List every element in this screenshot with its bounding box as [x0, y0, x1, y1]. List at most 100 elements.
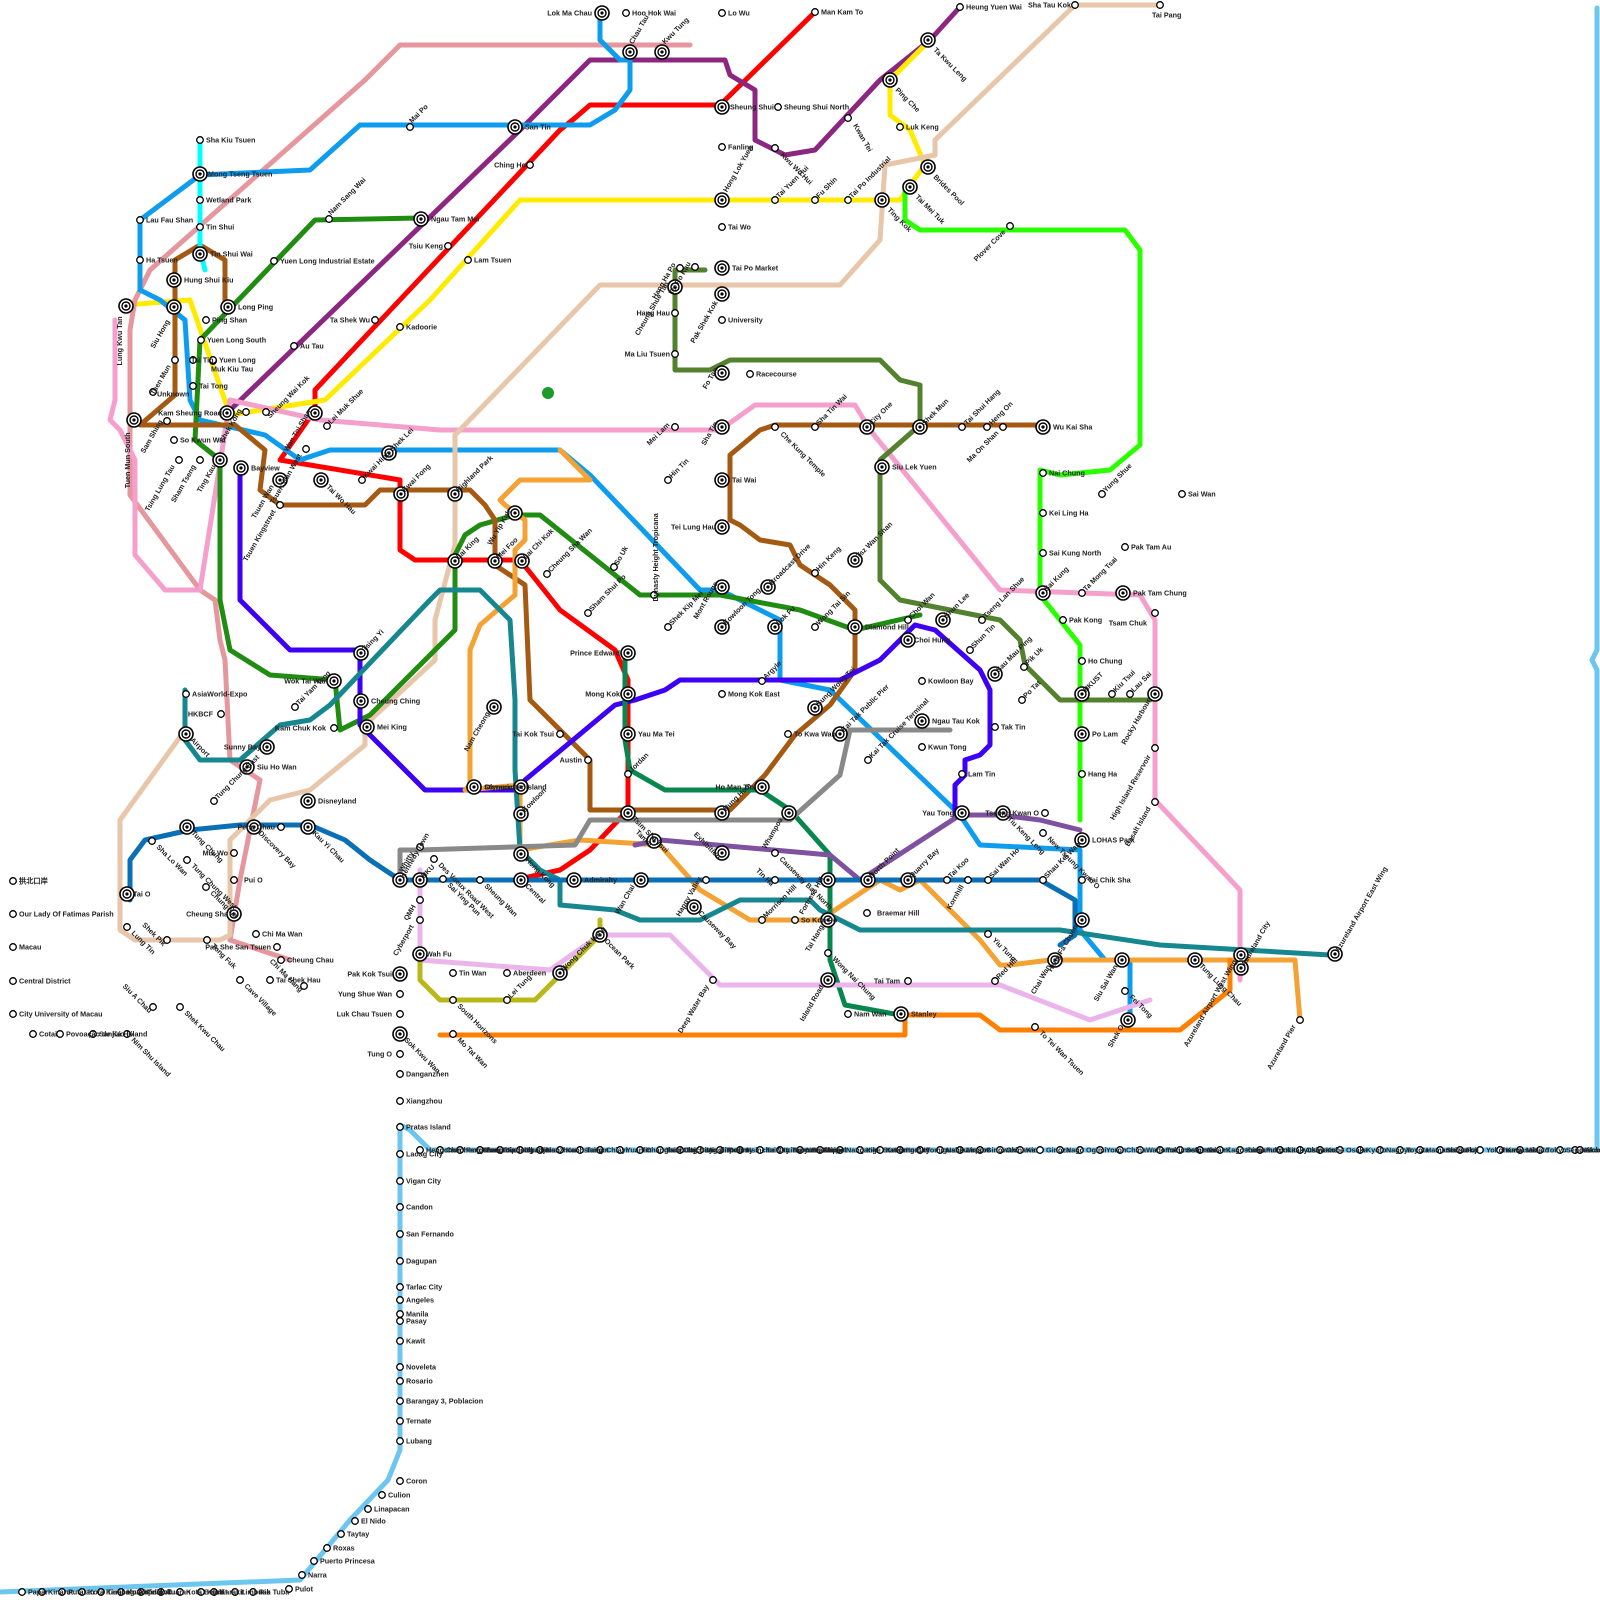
station-marker[interactable] — [959, 424, 966, 431]
station-marker[interactable] — [218, 711, 225, 718]
station-marker[interactable] — [397, 1438, 404, 1445]
station-marker[interactable] — [919, 744, 926, 751]
station-marker[interactable] — [172, 357, 179, 364]
station-marker[interactable] — [231, 850, 238, 857]
station-marker[interactable] — [1152, 799, 1159, 806]
station-marker[interactable] — [331, 725, 338, 732]
station-marker[interactable] — [1032, 1024, 1039, 1031]
station-marker[interactable] — [397, 1378, 404, 1385]
station-marker[interactable] — [253, 931, 260, 938]
station-marker[interactable] — [1040, 830, 1047, 837]
station-marker[interactable] — [772, 850, 779, 857]
station-marker[interactable] — [197, 224, 204, 231]
station-marker[interactable] — [747, 371, 754, 378]
station-marker[interactable] — [959, 771, 966, 778]
station-marker[interactable] — [291, 343, 298, 350]
station-marker[interactable] — [267, 977, 274, 984]
station-marker[interactable] — [905, 978, 912, 985]
station-marker[interactable] — [1037, 1147, 1044, 1154]
station-marker[interactable] — [19, 1589, 26, 1596]
station-marker[interactable] — [274, 944, 281, 951]
station-marker[interactable] — [190, 383, 197, 390]
station-marker[interactable] — [919, 678, 926, 685]
station-marker[interactable] — [417, 917, 424, 924]
station-marker[interactable] — [465, 257, 472, 264]
station-marker[interactable] — [440, 876, 447, 883]
station-marker[interactable] — [1040, 470, 1047, 477]
station-marker[interactable] — [397, 1284, 404, 1291]
station-marker[interactable] — [1000, 424, 1007, 431]
station-marker[interactable] — [338, 1531, 345, 1538]
station-marker[interactable] — [237, 977, 244, 984]
station-marker[interactable] — [450, 997, 457, 1004]
station-marker[interactable] — [271, 258, 278, 265]
station-marker[interactable] — [445, 243, 452, 250]
station-marker[interactable] — [864, 910, 871, 917]
station-marker[interactable] — [450, 970, 457, 977]
station-marker[interactable] — [1152, 610, 1159, 617]
station-marker[interactable] — [710, 977, 717, 984]
station-marker[interactable] — [352, 1518, 359, 1525]
station-marker[interactable] — [278, 824, 285, 831]
station-marker[interactable] — [243, 409, 250, 416]
station-marker[interactable] — [57, 1031, 64, 1038]
station-marker[interactable] — [1060, 617, 1067, 624]
station-marker[interactable] — [1179, 491, 1186, 498]
station-marker[interactable] — [1157, 2, 1164, 9]
station-marker[interactable] — [719, 10, 726, 17]
station-marker[interactable] — [1152, 745, 1159, 752]
station-marker[interactable] — [1297, 1017, 1304, 1024]
station-marker[interactable] — [1079, 658, 1086, 665]
station-marker[interactable] — [1040, 550, 1047, 557]
station-marker[interactable] — [775, 104, 782, 111]
station-marker[interactable] — [417, 897, 424, 904]
station-marker[interactable] — [303, 446, 310, 453]
station-marker[interactable] — [397, 1231, 404, 1238]
station-marker[interactable] — [197, 197, 204, 204]
station-marker[interactable] — [672, 351, 679, 358]
station-marker[interactable] — [203, 317, 210, 324]
station-marker[interactable] — [397, 1151, 404, 1158]
station-marker[interactable] — [897, 124, 904, 131]
station-marker[interactable] — [527, 162, 534, 169]
station-marker[interactable] — [10, 1011, 17, 1018]
station-marker[interactable] — [672, 424, 679, 431]
station-marker[interactable] — [171, 437, 178, 444]
station-marker[interactable] — [984, 424, 991, 431]
station-marker[interactable] — [197, 137, 204, 144]
station-marker[interactable] — [557, 731, 564, 738]
station-marker[interactable] — [1122, 544, 1129, 551]
station-marker[interactable] — [324, 1545, 331, 1552]
station-marker[interactable] — [992, 724, 999, 731]
station-marker[interactable] — [149, 838, 156, 845]
station-marker[interactable] — [397, 1398, 404, 1405]
station-marker[interactable] — [231, 877, 238, 884]
station-marker[interactable] — [30, 1031, 37, 1038]
station-marker[interactable] — [397, 324, 404, 331]
station-marker[interactable] — [299, 1572, 306, 1579]
station-marker[interactable] — [397, 1418, 404, 1425]
station-marker[interactable] — [10, 944, 17, 951]
station-marker[interactable] — [845, 1011, 852, 1018]
station-marker[interactable] — [397, 1178, 404, 1185]
station-marker[interactable] — [812, 9, 819, 16]
station-marker[interactable] — [785, 731, 792, 738]
station-marker[interactable] — [450, 1031, 457, 1038]
station-marker[interactable] — [957, 4, 964, 11]
station-marker[interactable] — [397, 1071, 404, 1078]
station-marker[interactable] — [703, 877, 710, 884]
station-marker[interactable] — [623, 10, 630, 17]
station-marker[interactable] — [397, 1098, 404, 1105]
station-marker[interactable] — [692, 264, 699, 271]
station-marker[interactable] — [1007, 223, 1014, 230]
station-marker[interactable] — [10, 978, 17, 985]
station-marker[interactable] — [792, 917, 799, 924]
station-marker[interactable] — [477, 877, 484, 884]
station-marker[interactable] — [176, 457, 183, 464]
station-marker[interactable] — [177, 1004, 184, 1011]
station-marker[interactable] — [719, 691, 726, 698]
station-marker[interactable] — [137, 217, 144, 224]
station-marker[interactable] — [10, 911, 17, 918]
station-marker[interactable] — [311, 1558, 318, 1565]
station-marker[interactable] — [365, 1506, 372, 1513]
